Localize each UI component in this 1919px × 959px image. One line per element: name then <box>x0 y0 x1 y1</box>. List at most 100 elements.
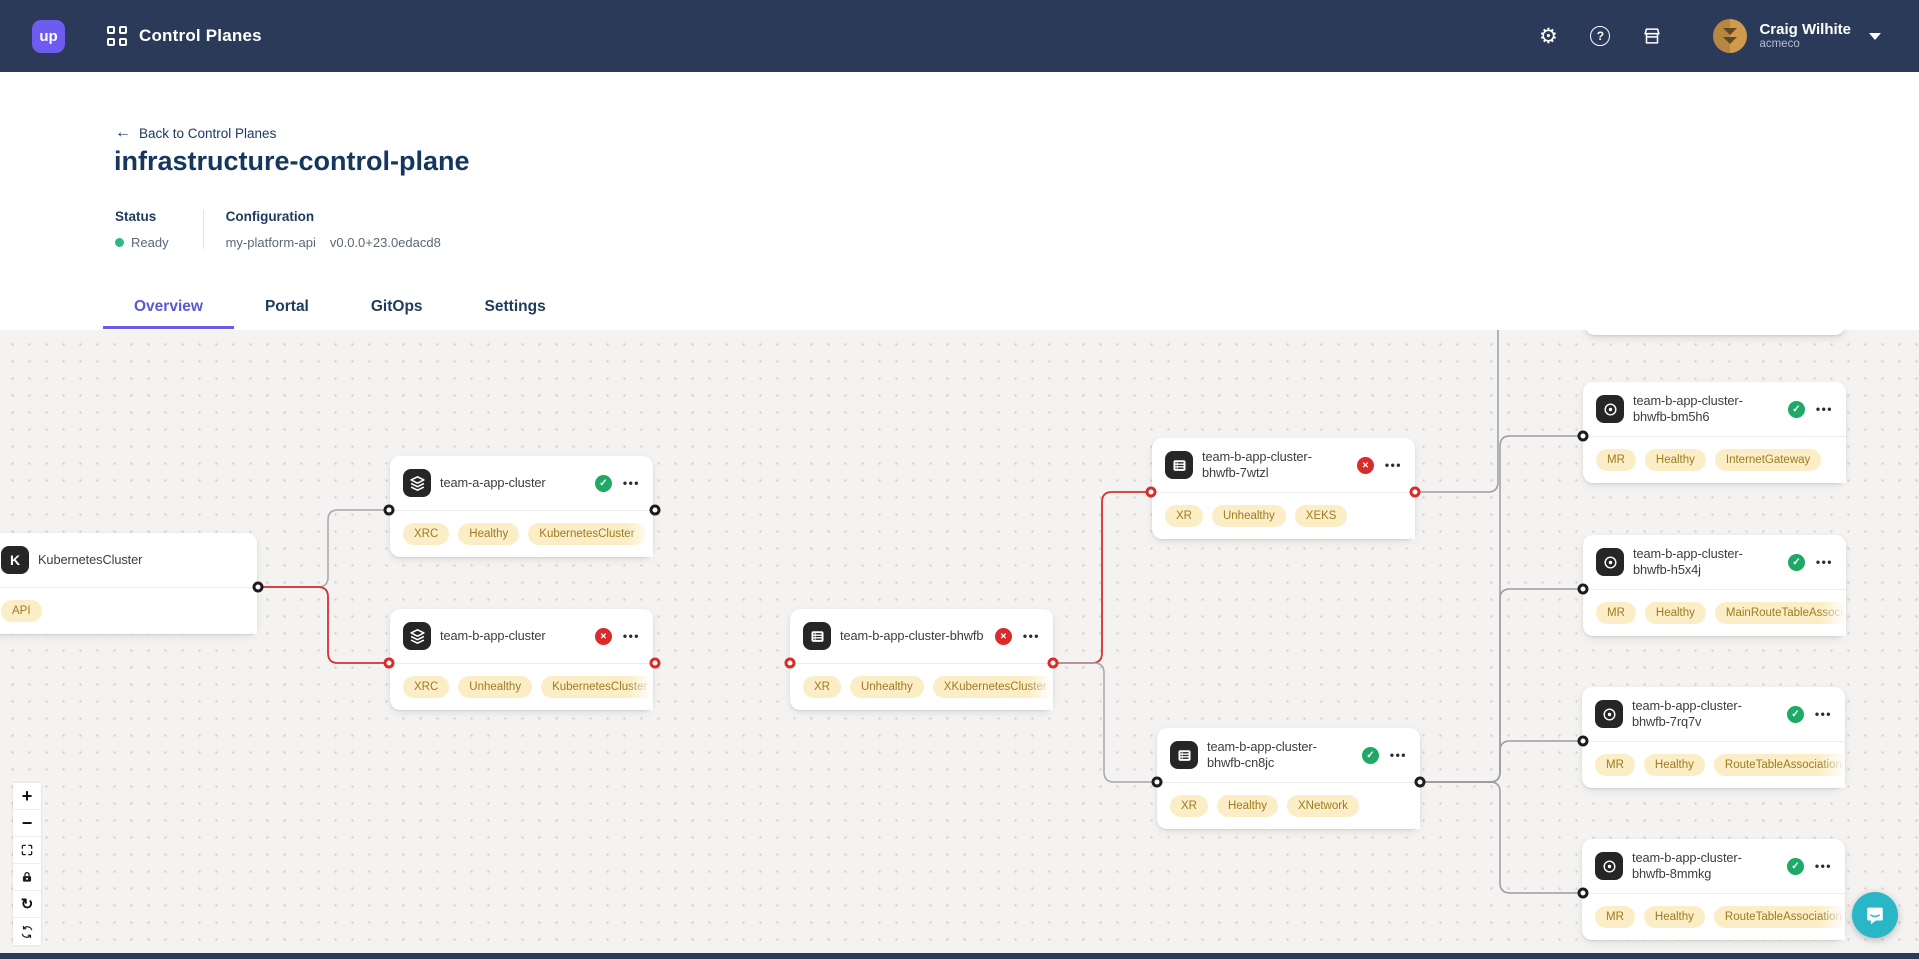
badge: MainRouteTableAssociation <box>1714 602 1846 624</box>
node-badges: API <box>0 587 257 634</box>
edge-handle[interactable] <box>649 504 661 516</box>
tab-settings[interactable]: Settings <box>484 297 546 315</box>
chat-bubble-icon <box>1867 907 1883 924</box>
edge-handle[interactable] <box>383 657 395 669</box>
edge-handle[interactable] <box>1047 657 1059 669</box>
graph-node-team-b-app-cluster-bhwfb-7wtzl[interactable]: team-b-app-cluster-bhwfb-7wtzl XRUnhealt… <box>1152 438 1415 539</box>
ellipsis-menu-button[interactable] <box>621 476 640 490</box>
edge-handle[interactable] <box>252 581 264 593</box>
badge: XR <box>1165 505 1203 527</box>
graph-node-team-b-app-cluster-bhwfb-8mmkg[interactable]: team-b-app-cluster-bhwfb-8mmkg MRHealthy… <box>1582 839 1845 940</box>
node-badges: MRHealthyMainRouteTableAssociation <box>1583 589 1846 636</box>
help-icon[interactable]: ? <box>1587 23 1613 49</box>
ellipsis-menu-button[interactable] <box>1383 458 1402 472</box>
page-title: infrastructure-control-plane <box>114 146 470 176</box>
ellipsis-menu-button[interactable] <box>1021 629 1040 643</box>
edge-team-b-app-cluster-bhwfb-to-team-b-app-cluster-bhwfb-7wtzl <box>1053 491 1151 664</box>
tab-bar: Overview Portal GitOps Settings <box>103 287 577 329</box>
user-menu[interactable]: Craig Wilhite acmeco <box>1713 19 1881 53</box>
edge-handle[interactable] <box>1145 486 1157 498</box>
zoom-in-button[interactable] <box>13 783 41 810</box>
gear-icon[interactable]: ⚙ <box>1539 24 1558 48</box>
lock-button[interactable] <box>13 864 41 891</box>
app-title: Control Planes <box>139 26 262 45</box>
graph-node-team-b-app-cluster-bhwfb[interactable]: team-b-app-cluster-bhwfb XRUnhealthyXKub… <box>790 609 1053 710</box>
bottom-edge-strip <box>0 953 1919 959</box>
ellipsis-menu-button[interactable] <box>1813 859 1832 873</box>
back-label: Back to Control Planes <box>139 125 277 141</box>
graph-node-team-a-app-cluster[interactable]: team-a-app-cluster XRCHealthyKubernetesC… <box>390 456 653 557</box>
graph-node-team-b-app-cluster-bhwfb-7rq7v[interactable]: team-b-app-cluster-bhwfb-7rq7v MRHealthy… <box>1582 687 1845 788</box>
graph-node-clipped[interactable] <box>1585 330 1845 335</box>
edge-kubernetescluster-to-team-b-app-cluster <box>258 586 389 664</box>
node-title: team-b-app-cluster-bhwfb-cn8jc <box>1207 739 1317 770</box>
fit-view-button[interactable] <box>13 837 41 864</box>
divider <box>202 210 204 249</box>
badge: MR <box>1595 906 1635 928</box>
edge-handle[interactable] <box>1577 430 1589 442</box>
target-icon <box>1596 395 1624 423</box>
graph-node-team-b-app-cluster-bhwfb-h5x4j[interactable]: team-b-app-cluster-bhwfb-h5x4j MRHealthy… <box>1583 535 1846 636</box>
chat-launcher-button[interactable] <box>1852 892 1898 938</box>
edge-handle[interactable] <box>1577 887 1589 899</box>
ellipsis-menu-button[interactable] <box>1814 555 1833 569</box>
graph-node-team-b-app-cluster-bhwfb-bm5h6[interactable]: team-b-app-cluster-bhwfb-bm5h6 MRHealthy… <box>1583 382 1846 483</box>
marketplace-icon[interactable] <box>1639 23 1665 49</box>
badge: KubernetesCluster <box>541 676 653 698</box>
back-link[interactable]: ← Back to Control Planes <box>115 124 276 142</box>
reset-button[interactable] <box>13 891 41 918</box>
edge-handle[interactable] <box>1151 776 1163 788</box>
graph-canvas[interactable]: K KubernetesCluster API team-a-app-clust… <box>0 330 1919 959</box>
zoom-out-button[interactable] <box>13 810 41 837</box>
badge: Healthy <box>458 523 520 545</box>
ellipsis-menu-button[interactable] <box>1813 707 1832 721</box>
edge-handle[interactable] <box>1577 583 1589 595</box>
node-badges: MR Healthy InternetGateway <box>1583 436 1846 483</box>
badge: InternetGateway <box>1714 449 1822 471</box>
badge: KubernetesCluster <box>528 523 646 545</box>
graph-node-team-b-app-cluster[interactable]: team-b-app-cluster XRCUnhealthyKubernete… <box>390 609 653 710</box>
avatar <box>1713 19 1748 53</box>
status-value: Ready <box>131 234 169 250</box>
healthy-check-icon <box>1787 400 1805 418</box>
edge-handle[interactable] <box>1577 735 1589 747</box>
healthy-check-icon <box>1786 857 1804 875</box>
configuration-name: my-platform-api <box>225 234 316 250</box>
node-title: team-a-app-cluster <box>440 475 546 490</box>
badge: Healthy <box>1644 602 1706 624</box>
tab-overview[interactable]: Overview <box>103 287 234 329</box>
edge-handle[interactable] <box>383 504 395 516</box>
badge: Unhealthy <box>849 676 924 698</box>
tab-gitops[interactable]: GitOps <box>370 297 423 315</box>
graph-node-team-b-app-cluster-bhwfb-cn8jc[interactable]: team-b-app-cluster-bhwfb-cn8jc XRHealthy… <box>1157 728 1420 829</box>
badge: RouteTableAssociation <box>1713 754 1845 776</box>
badge: Healthy <box>1216 795 1278 817</box>
ellipsis-menu-button[interactable] <box>621 629 640 643</box>
node-title: team-b-app-cluster-bhwfb-8mmkg <box>1632 850 1742 881</box>
badge: MR <box>1595 754 1635 776</box>
edge-kubernetescluster-to-team-a-app-cluster <box>258 509 389 588</box>
layers-icon <box>403 469 431 497</box>
ellipsis-menu-button[interactable] <box>1388 748 1407 762</box>
badge: Healthy <box>1644 449 1706 471</box>
re-layout-button[interactable] <box>13 918 41 945</box>
healthy-check-icon <box>1786 705 1804 723</box>
arrow-left-icon: ← <box>115 124 131 141</box>
badge: XKubernetesCluster <box>932 676 1053 698</box>
ellipsis-menu-button[interactable] <box>1814 402 1833 416</box>
edge-handle[interactable] <box>1409 486 1421 498</box>
edge-team-b-app-cluster-bhwfb-cn8jc-to-team-b-app-cluster-bhwfb-h5x4j <box>1420 588 1583 783</box>
top-navbar: up Control Planes ⚙ ? Craig Wilhite acme… <box>0 0 1919 72</box>
badge: MR <box>1596 449 1636 471</box>
tab-portal[interactable]: Portal <box>264 297 309 315</box>
graph-node-kubernetescluster[interactable]: K KubernetesCluster API <box>0 533 257 634</box>
edge-handle[interactable] <box>784 657 796 669</box>
target-icon <box>1596 548 1624 576</box>
configuration-label: Configuration <box>225 209 315 224</box>
node-title: team-b-app-cluster <box>440 628 546 643</box>
user-name: Craig Wilhite <box>1759 20 1851 38</box>
edge-handle[interactable] <box>649 657 661 669</box>
upbound-logo[interactable]: up <box>32 19 65 53</box>
edge-handle[interactable] <box>1414 776 1426 788</box>
